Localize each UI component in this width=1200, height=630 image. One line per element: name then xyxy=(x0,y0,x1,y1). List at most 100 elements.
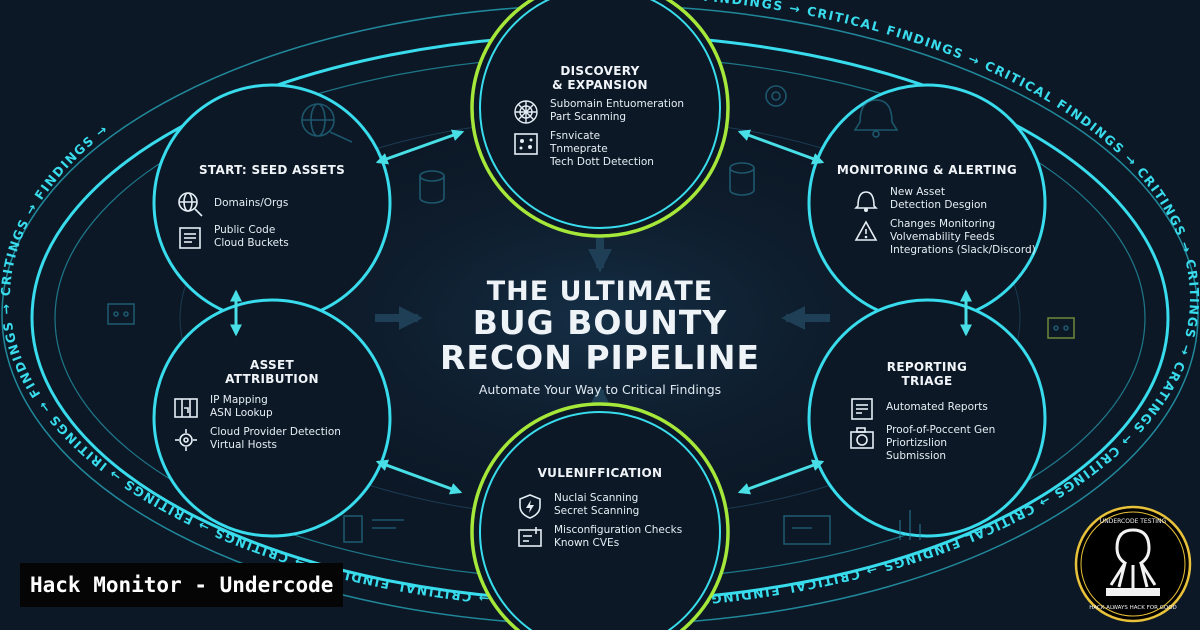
shield-bolt-icon xyxy=(519,494,541,519)
ring-arrow-icon: → xyxy=(782,0,808,18)
subtitle: Automate Your Way to Critical Findings xyxy=(478,381,722,397)
item-text: Cloud Provider Detection Virtual Hosts xyxy=(210,426,341,452)
ring-arrow-icon: → xyxy=(679,0,704,4)
bell-icon xyxy=(853,99,899,138)
item-line: Secret Scanning xyxy=(554,504,640,517)
config-icon xyxy=(518,527,542,547)
keyboard-icon xyxy=(1106,588,1160,596)
node-title-line: & EXPANSION xyxy=(552,78,648,92)
ring-label: CRITINGS xyxy=(1051,443,1123,502)
item-line: Cloud Buckets xyxy=(214,236,289,249)
ring-label: FINDINGS xyxy=(31,132,97,202)
item-line: Fsnvicate xyxy=(550,130,601,142)
alert-icon xyxy=(854,220,878,241)
bell-icon xyxy=(854,191,878,212)
node-title-line: REPORTING xyxy=(886,360,968,374)
ring-arrow-icon: → xyxy=(0,296,14,321)
item-line: Proof-of-Poccent Gen xyxy=(886,424,996,436)
node-title: START: SEED ASSETS xyxy=(198,163,346,177)
node-item: Fsnvicate Tnmeprate Tech Dott Detection xyxy=(512,130,654,168)
ring-label: CRITICAL FINDINGS xyxy=(806,3,966,62)
camera-icon xyxy=(850,427,874,449)
item-line: Subomain Entuomeration xyxy=(550,98,685,110)
item-line: Tnmeprate xyxy=(550,142,608,155)
node-title: MONITORING & ALERTING xyxy=(836,163,1018,177)
ring-arrow-icon: → xyxy=(1175,234,1197,262)
item-line: Nuclai Scanning xyxy=(554,492,639,504)
title-line-3: RECON PIPELINE xyxy=(440,337,760,377)
item-line: Part Scanming xyxy=(550,110,627,123)
ring-label: CRITINGS xyxy=(1182,258,1200,341)
node-title: DISCOVERY & EXPANSION xyxy=(500,64,700,92)
database-icon xyxy=(419,170,445,204)
item-text: Proof-of-Poccent Gen Priortizslion Submi… xyxy=(886,424,995,462)
spider-web-icon xyxy=(514,100,538,124)
map-icon xyxy=(174,398,198,418)
node-item: Automated Reports xyxy=(848,395,988,423)
title-line-1: THE ULTIMATE xyxy=(486,276,714,307)
arrow-vuln-reporting xyxy=(737,459,825,495)
node-item: Proof-of-Poccent Gen Priortizslion Submi… xyxy=(848,424,995,462)
item-line: Integrations (Slack/Discord) xyxy=(890,243,1036,256)
item-line: Changes Monitoring xyxy=(890,218,996,230)
node-circle-attribution xyxy=(152,298,392,538)
undercode-logo: UNDERCODE TESTING HACK ALWAYS HACK FOR G… xyxy=(1074,505,1192,623)
item-line: Tech Dott Detection xyxy=(550,155,654,168)
terminal-icon xyxy=(783,515,831,545)
node-item: Nuclai Scanning Secret Scanning xyxy=(516,492,639,520)
item-line: Cloud Provider Detection xyxy=(210,426,341,438)
ring-arrow-icon: → xyxy=(858,561,885,582)
item-text: Fsnvicate Tnmeprate Tech Dott Detection xyxy=(550,130,654,168)
item-line: Known CVEs xyxy=(554,536,620,549)
ring-label: CRITINGS xyxy=(0,216,32,297)
node-title: ASSET ATTRIBUTION xyxy=(172,358,372,386)
item-line: Misconfiguration Checks xyxy=(554,524,683,536)
arrow-attribution-vuln xyxy=(375,459,463,495)
item-line: Domains/Orgs xyxy=(214,197,289,209)
node-item: Misconfiguration Checks Known CVEs xyxy=(516,524,682,552)
node-item: Subomain Entuomeration Part Scanming xyxy=(512,98,684,126)
node-item: IP Mapping ASN Lookup xyxy=(172,394,273,422)
item-text: IP Mapping ASN Lookup xyxy=(210,394,273,420)
arrow-seed-discovery xyxy=(375,129,465,165)
node-item: Cloud Provider Detection Virtual Hosts xyxy=(172,426,341,454)
item-text: Domains/Orgs xyxy=(214,190,288,210)
report-icon xyxy=(851,398,873,420)
node-title-line: ASSET xyxy=(250,358,294,372)
item-text: Subomain Entuomeration Part Scanming xyxy=(550,98,684,124)
node-title-line: TRIAGE xyxy=(901,374,953,388)
robot-icon xyxy=(107,303,135,325)
globe-search-icon xyxy=(178,192,203,217)
node-item: Changes Monitoring Volvemability Feeds I… xyxy=(852,218,1036,256)
center-title: THE ULTIMATE BUG BOUNTY RECON PIPELINE A… xyxy=(340,276,860,397)
document-icon xyxy=(179,227,201,249)
connector-arrows xyxy=(230,129,972,495)
node-item: New Asset Detection Desgion xyxy=(852,186,987,214)
item-line: Priortizslion xyxy=(886,436,948,449)
code-icon xyxy=(343,515,404,543)
item-line: IP Mapping xyxy=(210,394,268,406)
title-line-2: BUG BOUNTY xyxy=(472,303,728,343)
octopus-icon xyxy=(1109,528,1157,589)
logo-bottom-text: HACK ALWAYS HACK FOR GOOD xyxy=(1089,605,1177,611)
node-title-line: ATTRIBUTION xyxy=(225,372,319,386)
chart-icon xyxy=(899,510,921,540)
item-line: Volvemability Feeds xyxy=(890,230,995,243)
item-line: Public Code xyxy=(214,224,276,236)
ring-label: CRITINGS xyxy=(1134,164,1189,239)
item-line: New Asset xyxy=(890,186,945,198)
globe-search-icon xyxy=(301,103,353,143)
item-line: ASN Lookup xyxy=(210,406,273,419)
node-item: Domains/Orgs xyxy=(176,190,288,218)
database-icon xyxy=(729,162,755,196)
logo-top-text: UNDERCODE TESTING xyxy=(1100,518,1167,525)
item-line: Submission xyxy=(886,449,947,462)
node-title-line: DISCOVERY xyxy=(560,64,640,78)
node-title: VULENIFFICATION xyxy=(537,466,663,480)
node-title: REPORTING TRIAGE xyxy=(827,360,1027,388)
item-text: Automated Reports xyxy=(886,395,988,414)
decor-icons xyxy=(107,85,1075,545)
node-circle-reporting xyxy=(807,298,1047,538)
